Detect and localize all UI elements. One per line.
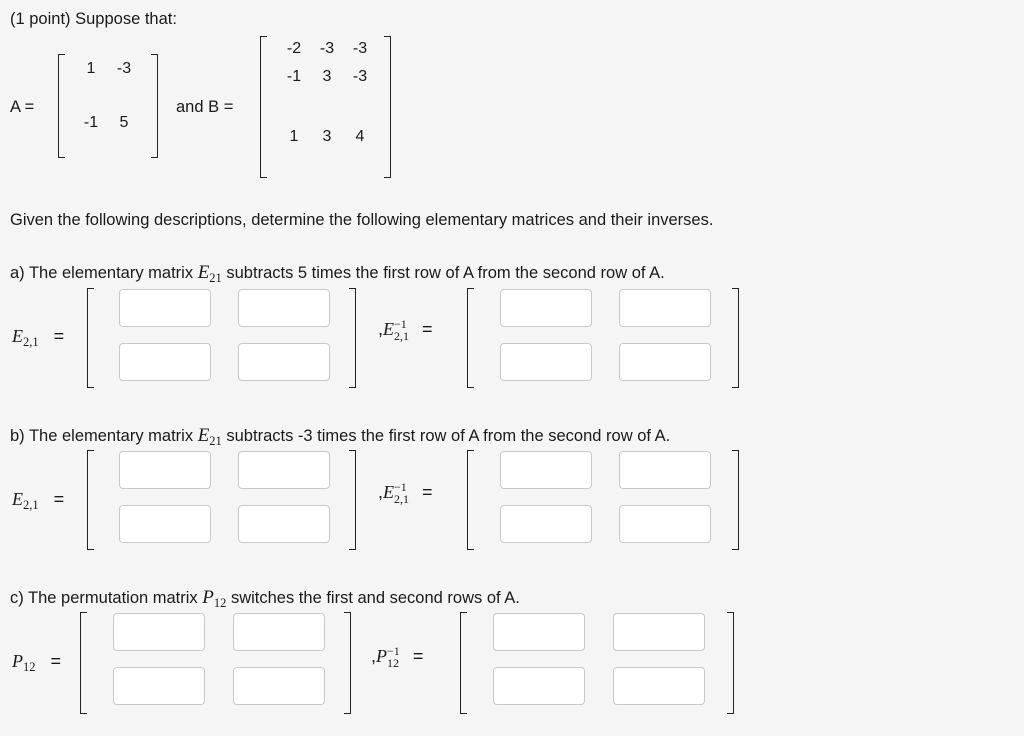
part-c-p-input-r2c1[interactable]: [113, 667, 205, 705]
matrix-a-cell: -1: [83, 114, 99, 131]
part-c-p-input-r1c1[interactable]: [113, 613, 205, 651]
part-a-lhs: E2,1 =: [12, 326, 65, 349]
part-b-lhs: E2,1 =: [12, 489, 65, 512]
part-c-inverse-right-bracket: [727, 612, 734, 714]
part-c-matrix-left-bracket: [80, 612, 87, 714]
matrix-b-left-bracket: [260, 36, 267, 178]
matrix-b-cell: -3: [319, 40, 335, 57]
matrix-b-cell: -2: [286, 40, 302, 57]
matrix-a-right-bracket: [151, 54, 158, 158]
part-c-pinv-input-r1c2[interactable]: [613, 613, 705, 651]
part-a-einv-input-r1c1[interactable]: [500, 289, 592, 327]
part-a-e-input-r2c2[interactable]: [238, 343, 330, 381]
matrix-a-cell: -3: [116, 60, 132, 77]
part-b-einv-input-r2c2[interactable]: [619, 505, 711, 543]
matrix-b-cell: 3: [322, 68, 332, 85]
matrix-b-cell: -3: [352, 68, 368, 85]
part-c-lhs: P12 =: [12, 651, 62, 674]
matrix-a-cell: 1: [86, 60, 96, 77]
part-c-pinv-input-r2c2[interactable]: [613, 667, 705, 705]
part-b-e-input-r2c2[interactable]: [238, 505, 330, 543]
part-a-einv-input-r2c1[interactable]: [500, 343, 592, 381]
part-c-p-input-r2c2[interactable]: [233, 667, 325, 705]
part-b-inverse-left-bracket: [467, 450, 474, 550]
part-a-matrix-left-bracket: [87, 288, 94, 388]
matrix-a-label: A =: [10, 98, 35, 116]
part-a-e-input-r1c2[interactable]: [238, 289, 330, 327]
part-a-inverse-right-bracket: [732, 288, 739, 388]
part-a-e-input-r2c1[interactable]: [119, 343, 211, 381]
instructions-text: Given the following descriptions, determ…: [10, 211, 714, 229]
matrix-b-cell: 3: [322, 128, 332, 145]
part-b-description: b) The elementary matrix E21 subtracts -…: [10, 425, 671, 448]
part-b-e-input-r1c1[interactable]: [119, 451, 211, 489]
part-a-einv-input-r1c2[interactable]: [619, 289, 711, 327]
part-a-matrix-right-bracket: [349, 288, 356, 388]
part-c-p-input-r1c2[interactable]: [233, 613, 325, 651]
part-b-matrix-left-bracket: [87, 450, 94, 550]
part-c-description: c) The permutation matrix P12 switches t…: [10, 587, 520, 610]
part-c-inverse-left-bracket: [460, 612, 467, 714]
matrix-b-right-bracket: [384, 36, 391, 178]
part-c-pinv-input-r2c1[interactable]: [493, 667, 585, 705]
part-b-einv-input-r1c1[interactable]: [500, 451, 592, 489]
matrix-b-cell: 1: [289, 128, 299, 145]
part-a-einv-input-r2c2[interactable]: [619, 343, 711, 381]
matrix-b-cell: 4: [355, 128, 365, 145]
part-a-e-input-r1c1[interactable]: [119, 289, 211, 327]
part-c-pinv-input-r1c1[interactable]: [493, 613, 585, 651]
and-b-label: and B =: [176, 98, 234, 116]
matrix-a-left-bracket: [58, 54, 65, 158]
matrix-b-cell: -1: [286, 68, 302, 85]
intro-text: (1 point) Suppose that:: [10, 10, 177, 28]
part-b-einv-input-r2c1[interactable]: [500, 505, 592, 543]
part-c-matrix-right-bracket: [344, 612, 351, 714]
matrix-a-cell: 5: [119, 114, 129, 131]
matrix-b-cell: -3: [352, 40, 368, 57]
part-b-e-input-r1c2[interactable]: [238, 451, 330, 489]
part-b-e-input-r2c1[interactable]: [119, 505, 211, 543]
part-b-inverse-right-bracket: [732, 450, 739, 550]
part-b-einv-input-r1c2[interactable]: [619, 451, 711, 489]
part-a-inverse-left-bracket: [467, 288, 474, 388]
part-a-description: a) The elementary matrix E21 subtracts 5…: [10, 262, 665, 285]
part-b-matrix-right-bracket: [349, 450, 356, 550]
